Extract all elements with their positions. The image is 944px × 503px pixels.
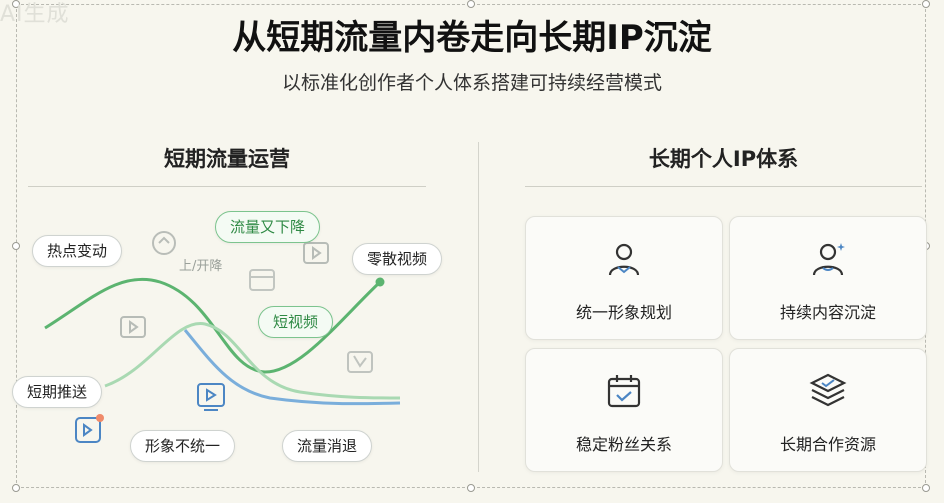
card-long-term-cooperation[interactable]: 长期合作资源 [729,348,927,472]
column-divider [478,142,479,472]
label-short-video: 短视频 [258,306,334,338]
folder-icon [249,269,275,291]
right-heading-rule [525,186,922,187]
person-sparkle-icon [812,243,845,276]
person-icon [608,243,640,276]
card-continuous-content[interactable]: 持续内容沉淀 [729,216,927,340]
label-scattered-videos: 零散视频 [352,243,443,275]
card-label: 统一形象规划 [575,303,672,322]
curve-end-dot [375,277,385,287]
card-label: 长期合作资源 [779,435,876,454]
left-heading-rule [28,186,426,187]
calendar-check-icon [607,375,641,408]
label-inconsistent-image: 形象不统一 [130,430,236,462]
resize-handle-tr[interactable] [922,0,930,8]
resize-handle-bm[interactable] [467,484,475,492]
resize-handle-bl[interactable] [12,484,20,492]
curve-green-dark [44,277,382,374]
stacked-layers-icon [809,373,847,407]
card-label: 稳定粉丝关系 [575,435,672,454]
card-unified-image[interactable]: 统一形象规划 [525,216,723,340]
resize-handle-br[interactable] [922,484,930,492]
trend-down-icon [347,351,373,373]
label-rise-fall: 上/开降 [179,259,223,274]
page-title: 从短期流量内卷走向长期IP沉淀 [232,18,712,58]
curve-blue [183,329,401,406]
label-traffic-fade: 流量消退 [282,430,373,462]
video-badge-icon [75,414,104,443]
curve-green-light [104,322,401,400]
card-label: 持续内容沉淀 [779,303,876,322]
label-hot-topic: 热点变动 [32,235,123,267]
watermark: AI生成 [0,2,70,27]
video-play-icon-2 [120,316,146,338]
traffic-curves [44,231,401,443]
refresh-icon [152,231,176,255]
label-short-push: 短期推送 [12,376,103,408]
video-play-icon-1 [303,242,329,264]
resize-handle-ml[interactable] [12,242,20,250]
page-subtitle: 以标准化创作者个人体系搭建可持续经营模式 [281,72,662,94]
video-play-icon-blue [197,383,225,411]
left-heading: 短期流量运营 [164,147,290,171]
card-stable-fans[interactable]: 稳定粉丝关系 [525,348,723,472]
label-traffic-drop: 流量又下降 [215,211,321,243]
resize-handle-tm[interactable] [467,0,475,8]
right-heading: 长期个人IP体系 [648,147,799,171]
resize-handle-tl[interactable] [12,0,20,8]
